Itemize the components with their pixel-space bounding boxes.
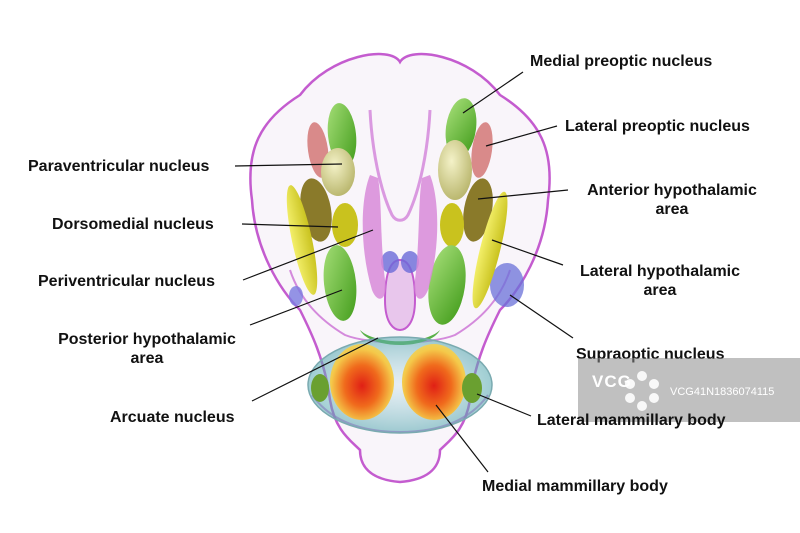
label-dorsomedial-nucleus: Dorsomedial nucleus: [52, 216, 214, 233]
leader-lines: [234, 71, 574, 473]
right-yellow-band: [472, 191, 508, 309]
right-pink-nucleus: [471, 122, 493, 178]
label-posterior-hypothalamic-area: Posterior hypothalamic area: [44, 330, 250, 368]
watermark-logo: VCG: [592, 372, 632, 391]
label-lateral-mammillary-body: Lateral mammillary body: [537, 412, 726, 429]
left-periventricular: [362, 175, 386, 299]
label-periventricular-nucleus: Periventricular nucleus: [38, 273, 215, 290]
watermark-box: VCG VCG41N1836074115: [578, 358, 800, 422]
watermark-id: VCG41N1836074115: [670, 386, 775, 398]
right-dorsomedial: [440, 203, 464, 247]
right-paraventricular: [438, 140, 472, 200]
right-lateral-hypothalamic: [428, 245, 466, 325]
label-posterior-hypothalamic-line2: area: [130, 350, 164, 367]
left-yellow-band: [286, 185, 318, 295]
label-anterior-hypothalamic-area: Anterior hypothalamic area: [574, 181, 770, 219]
label-lateral-hypothalamic-line2: area: [643, 282, 677, 299]
label-lateral-preoptic-nucleus: Lateral preoptic nucleus: [565, 118, 750, 135]
left-paraventricular: [321, 148, 355, 196]
label-arcuate-nucleus: Arcuate nucleus: [110, 409, 235, 426]
left-dorsomedial: [332, 203, 358, 247]
label-lateral-hypothalamic-line1: Lateral hypothalamic: [579, 263, 741, 280]
label-anterior-hypothalamic-line2: area: [655, 201, 689, 218]
right-periventricular: [414, 175, 438, 299]
left-medial-mammillary: [330, 344, 394, 420]
label-anterior-hypothalamic-line1: Anterior hypothalamic: [587, 182, 757, 199]
watermark-flower-icon: [625, 371, 659, 411]
label-medial-preoptic-nucleus: Medial preoptic nucleus: [530, 53, 713, 70]
right-medial-mammillary: [402, 344, 466, 420]
right-olive-nucleus: [463, 178, 493, 242]
label-paraventricular-nucleus: Paraventricular nucleus: [28, 158, 210, 175]
left-lateral-hypothalamic: [323, 245, 357, 321]
label-posterior-hypothalamic-line1: Posterior hypothalamic: [58, 331, 236, 348]
label-lateral-hypothalamic-area: Lateral hypothalamic area: [562, 262, 758, 300]
label-medial-mammillary-body: Medial mammillary body: [482, 478, 668, 495]
left-lateral-mammillary: [311, 374, 329, 402]
right-lateral-mammillary: [462, 373, 482, 403]
